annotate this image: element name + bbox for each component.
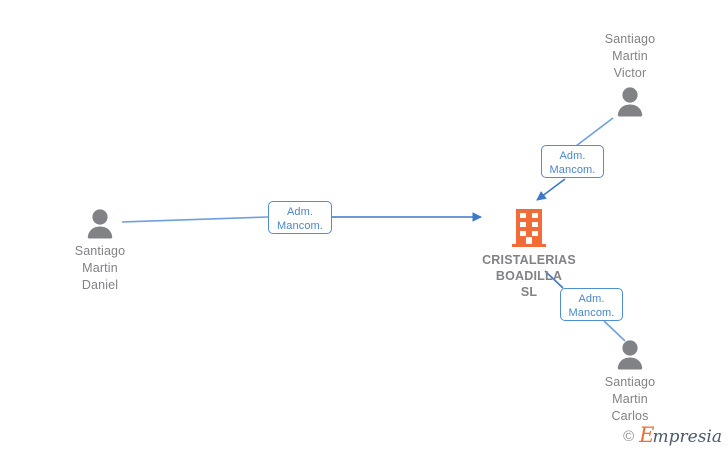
person-label: Santiago Martin Carlos (604, 375, 656, 423)
person-icon (87, 209, 113, 239)
edge-victor-to-company-2 (536, 178, 566, 201)
person-icon (617, 340, 643, 370)
edge-victor-to-company (575, 117, 614, 147)
relation-label-daniel[interactable]: Adm. Mancom. (268, 201, 332, 234)
company-label: CRISTALERIAS BOADILLA SL (482, 253, 576, 299)
relation-label-carlos[interactable]: Adm. Mancom. (560, 288, 623, 321)
building-icon (512, 209, 546, 247)
relation-label-victor[interactable]: Adm. Mancom. (541, 145, 604, 178)
copyright-icon: © (623, 427, 635, 445)
watermark: © Empresia (623, 425, 722, 447)
edge-carlos-to-company (603, 320, 626, 342)
person-node-santiago-martin-carlos[interactable]: Santiago Martin Carlos (560, 339, 700, 425)
person-node-santiago-martin-victor[interactable]: Santiago Martin Victor (560, 31, 700, 118)
brand-logo: Empresia (639, 425, 722, 447)
edge-daniel-to-company (121, 216, 269, 223)
company-node[interactable]: CRISTALERIAS BOADILLA SL (454, 207, 604, 300)
person-label: Santiago Martin Victor (604, 32, 656, 80)
brand-name: mpresia (652, 427, 723, 447)
person-node-santiago-martin-daniel[interactable]: Santiago Martin Daniel (30, 208, 170, 294)
edge-carlos-to-company-2 (544, 270, 564, 289)
person-icon (617, 87, 643, 117)
person-label: Santiago Martin Daniel (74, 244, 126, 292)
brand-initial: E (639, 423, 655, 447)
